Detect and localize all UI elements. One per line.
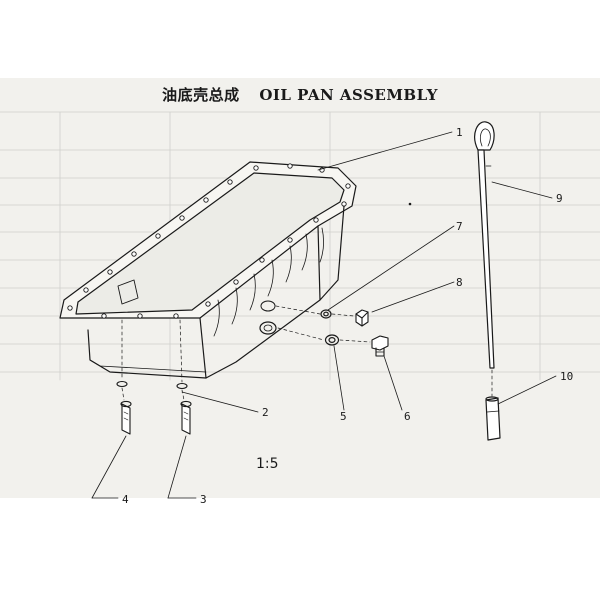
dipstick-icon (474, 121, 501, 441)
callout-labels: 1 2 3 4 5 6 7 8 9 10 (122, 126, 573, 506)
callout-2: 2 (262, 406, 269, 419)
callout-10: 10 (560, 370, 573, 383)
title-chinese: 油底壳总成 (162, 86, 240, 104)
explode-lines (121, 305, 493, 401)
callout-1: 1 (456, 126, 463, 139)
callout-5: 5 (340, 410, 347, 423)
pan-ribs (213, 227, 324, 337)
leader-lines (91, 131, 557, 499)
print-speck (408, 202, 412, 206)
washer-icon (320, 309, 340, 346)
diagram-sheet: 1 2 3 4 5 6 7 8 9 10 1:5 (0, 78, 600, 506)
callout-6: 6 (404, 410, 411, 423)
callout-4: 4 (122, 493, 129, 506)
callout-3: 3 (200, 493, 207, 506)
title-english: OIL PAN ASSEMBLY (259, 86, 438, 104)
scale-label: 1:5 (256, 456, 279, 472)
show-through-table (0, 111, 600, 381)
page-title: 油底壳总成 OIL PAN ASSEMBLY (0, 84, 600, 105)
oil-pan-icon (59, 161, 357, 379)
callout-9: 9 (556, 192, 563, 205)
drain-plug-icon (355, 309, 389, 357)
callout-8: 8 (456, 276, 463, 289)
callout-7: 7 (456, 220, 463, 233)
bolt-icon (116, 380, 192, 435)
exploded-diagram: 1 2 3 4 5 6 7 8 9 10 1:5 (0, 111, 600, 506)
